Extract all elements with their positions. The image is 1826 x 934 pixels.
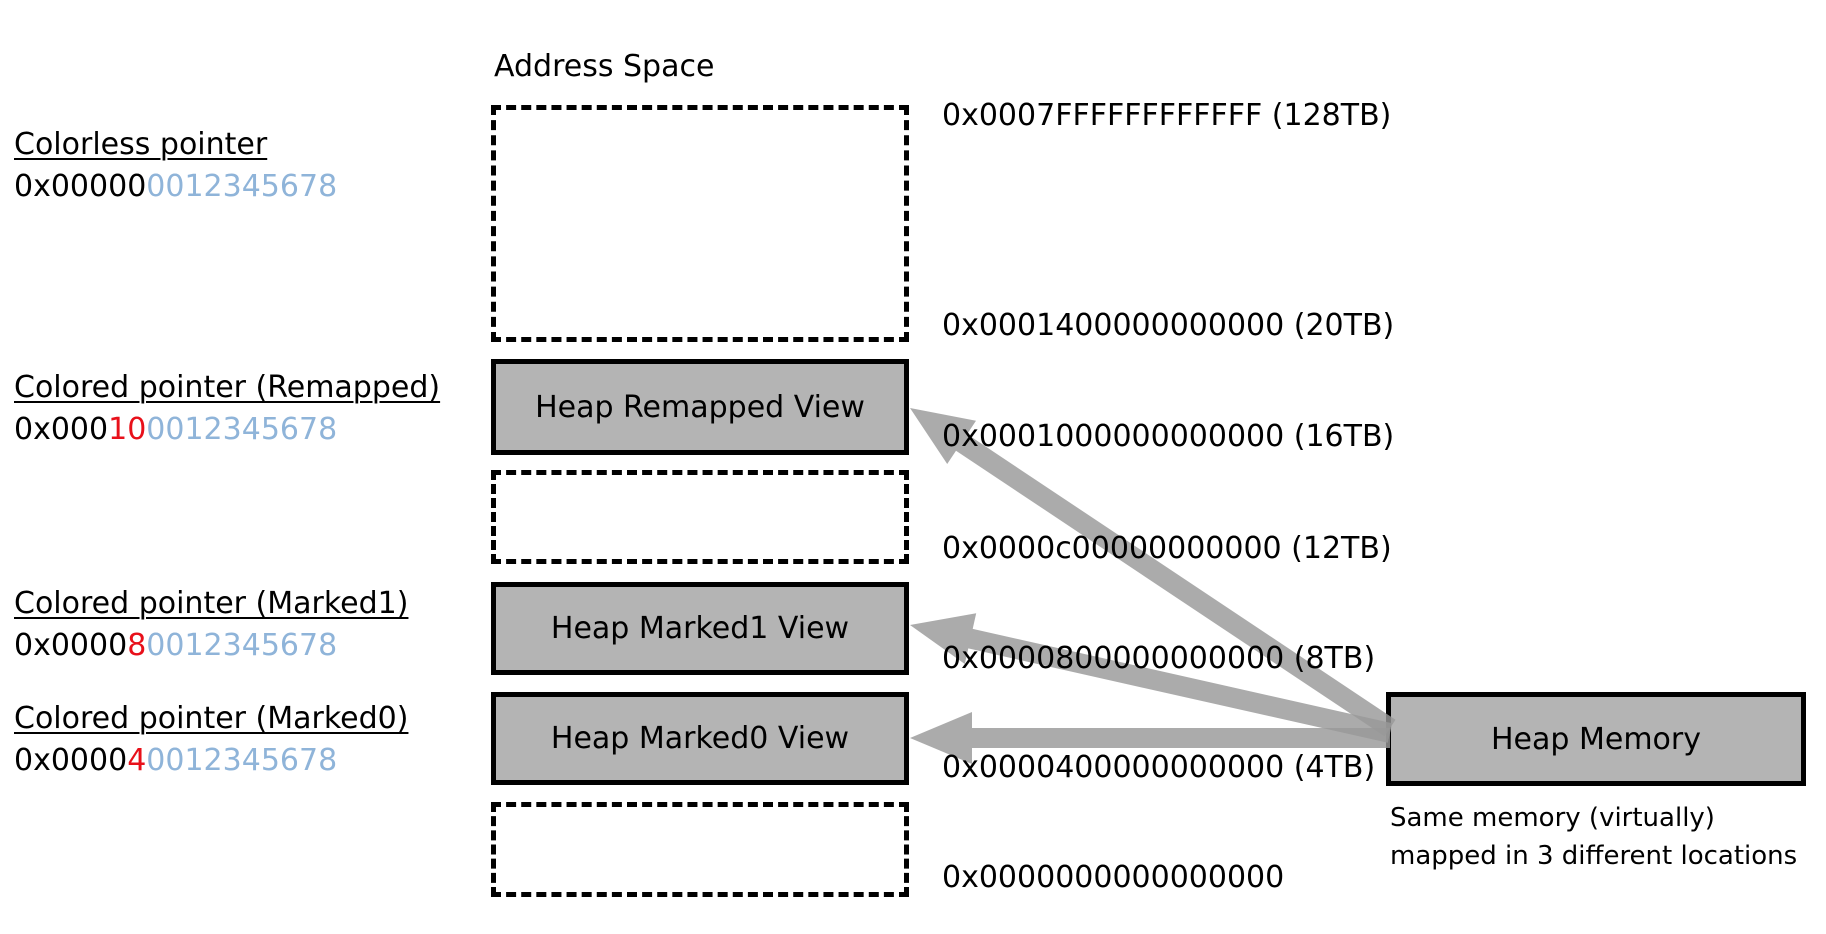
address-label-128tb: 0x0007FFFFFFFFFFFF (128TB) <box>942 98 1392 133</box>
address-label-16tb: 0x0001000000000000 (16TB) <box>942 419 1395 454</box>
pointer-color-bits: 8 <box>127 628 147 663</box>
pointer-prefix: 0x0000 <box>14 628 128 663</box>
pointer-value-marked1: 0x000080012345678 <box>14 631 337 661</box>
heap-marked0-view-label: Heap Marked0 View <box>550 721 850 756</box>
pointer-label-marked0: Colored pointer (Marked0) <box>14 701 409 736</box>
address-space-title: Address Space <box>494 49 715 84</box>
address-label-20tb: 0x0001400000000000 (20TB) <box>942 308 1395 343</box>
pointer-label-remapped: Colored pointer (Remapped) <box>14 370 441 405</box>
pointer-address-bits: 0012345678 <box>146 412 338 447</box>
pointer-address-bits: 0012345678 <box>146 169 338 204</box>
heap-remapped-view-label: Heap Remapped View <box>535 389 865 425</box>
pointer-label-marked1: Colored pointer (Marked1) <box>14 586 409 621</box>
pointer-prefix: 0x000 <box>14 412 109 447</box>
pointer-prefix: 0x00000 <box>14 169 147 204</box>
unmapped-region-top <box>491 105 909 342</box>
pointer-address-bits: 0012345678 <box>146 628 338 663</box>
pointer-value-colorless: 0x000000012345678 <box>14 172 337 202</box>
address-label-12tb: 0x0000c00000000000 (12TB) <box>942 531 1392 566</box>
heap-memory-note-line2: mapped in 3 different locations <box>1390 841 1798 871</box>
address-label-4tb: 0x0000400000000000 (4TB) <box>942 750 1376 785</box>
pointer-value-marked0: 0x000040012345678 <box>14 746 337 776</box>
pointer-value-remapped: 0x000100012345678 <box>14 415 337 445</box>
address-label-8tb: 0x0000800000000000 (8TB) <box>942 641 1376 676</box>
arrow-to-marked1 <box>910 613 1393 743</box>
pointer-color-bits: 4 <box>127 743 147 778</box>
pointer-address-bits: 0012345678 <box>146 743 338 778</box>
arrow-to-marked0 <box>910 712 1390 764</box>
heap-marked1-view-label: Heap Marked1 View <box>550 611 850 646</box>
pointer-label-colorless: Colorless pointer <box>14 127 268 162</box>
heap-memory-note-line1: Same memory (virtually) <box>1390 803 1715 833</box>
pointer-prefix: 0x0000 <box>14 743 128 778</box>
address-label-zero: 0x0000000000000000 <box>942 860 1285 895</box>
heap-remapped-view: Heap Remapped View <box>491 359 909 455</box>
unmapped-region-bottom <box>491 802 909 897</box>
heap-marked1-view: Heap Marked1 View <box>491 582 909 675</box>
heap-marked0-view: Heap Marked0 View <box>491 692 909 785</box>
heap-memory-box: Heap Memory <box>1386 692 1806 786</box>
arrow-to-remapped <box>910 408 1396 737</box>
heap-memory-label: Heap Memory <box>1491 721 1701 757</box>
pointer-color-bits: 10 <box>108 412 147 447</box>
unmapped-region-mid <box>491 470 909 564</box>
